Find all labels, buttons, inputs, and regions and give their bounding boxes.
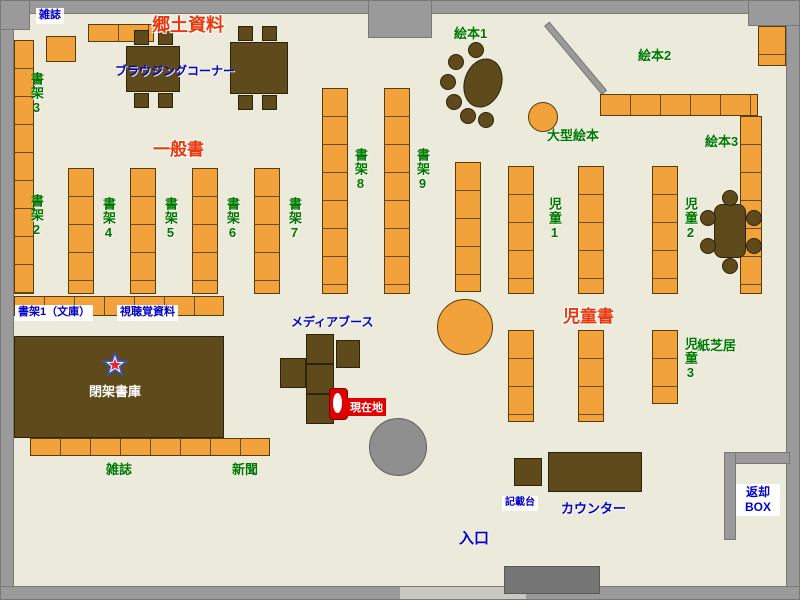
stool	[700, 210, 716, 226]
round-shelf-center	[437, 299, 493, 355]
stool	[446, 94, 462, 110]
closed-stacks-label: 閉架書庫	[89, 384, 142, 399]
label-kamishibai: 紙芝居	[697, 338, 737, 353]
label-writing-stand: 記載台	[502, 496, 538, 511]
label-large-picture: 大型絵本	[547, 128, 600, 143]
label-magazines-bottom: 雑誌	[106, 462, 133, 477]
label-general-books: 一般書	[153, 140, 204, 159]
chair	[134, 93, 149, 108]
shelf-picture-books-top	[600, 94, 758, 116]
chair	[262, 26, 277, 41]
wall-corner-top-right	[748, 0, 800, 26]
shelf-children-low-a	[508, 330, 534, 422]
label-audiovisual: 視聴覚資料	[117, 305, 178, 321]
star-icon	[102, 352, 128, 377]
chair	[238, 95, 253, 110]
browsing-table-1	[126, 46, 180, 92]
stool	[468, 42, 484, 58]
current-location-marker	[329, 388, 348, 420]
current-location-pin	[333, 393, 342, 413]
stool	[440, 74, 456, 90]
shelf-unit-general-1	[68, 168, 94, 294]
label-local-materials: 郷土資料	[152, 15, 224, 35]
wall-shelf-right	[740, 116, 762, 294]
label-shelf7: 書架7	[287, 197, 302, 241]
label-shelf4: 書架4	[101, 197, 116, 241]
label-shelf5: 書架5	[163, 197, 178, 241]
shelf-unit-general-3	[192, 168, 218, 294]
shelf-bottom-strip	[30, 438, 270, 456]
label-browsing-corner: ブラウジングコーナー	[115, 64, 236, 78]
wall-shelf-left	[14, 40, 34, 294]
pillar-round	[369, 418, 427, 476]
shelf-children-low-b	[578, 330, 604, 422]
media-booth-block	[336, 340, 360, 368]
label-return-box: 返却BOX	[736, 484, 780, 516]
children-table	[714, 204, 746, 258]
label-children2: 児童2	[683, 197, 698, 241]
shelf-unit-general-2	[130, 168, 156, 294]
wall-left	[0, 0, 14, 600]
shelf-children-1a	[508, 166, 534, 294]
chair	[158, 93, 173, 108]
entrance-vestibule	[504, 566, 600, 594]
stool	[478, 112, 494, 128]
shelf-children-3	[652, 330, 678, 404]
label-shelf3: 書架3	[29, 72, 44, 116]
pillar-top	[368, 0, 432, 38]
label-picture1: 絵本1	[454, 26, 488, 41]
chair	[238, 26, 253, 41]
label-shelf9: 書架9	[415, 148, 430, 192]
stool	[722, 258, 738, 274]
label-shelf1-bunko: 書架1（文庫）	[15, 305, 94, 321]
label-shelf6: 書架6	[225, 197, 240, 241]
stool	[448, 54, 464, 70]
chair	[134, 30, 149, 45]
media-booth-block	[306, 334, 334, 364]
label-children-books: 児童書	[563, 307, 614, 326]
label-children3: 児童3	[683, 337, 698, 381]
shelf-children-2	[652, 166, 678, 294]
current-location-badge: 現在地	[347, 398, 386, 416]
shelf-unit-general-4	[254, 168, 280, 294]
counter-block	[548, 452, 642, 492]
stool	[722, 190, 738, 206]
label-newspapers: 新聞	[232, 462, 259, 477]
magazine-rack-top-left	[46, 36, 76, 62]
shelf-unit-9	[384, 88, 410, 294]
label-children1: 児童1	[547, 197, 562, 241]
label-shelf8: 書架8	[353, 148, 368, 192]
label-picture3: 絵本3	[705, 134, 739, 149]
wall-right	[786, 0, 800, 600]
wall-returnbox-side	[724, 452, 736, 540]
label-shelf2: 書架2	[29, 194, 44, 238]
picture-book-table	[457, 53, 509, 113]
round-shelf-large-picture	[528, 102, 558, 132]
browsing-table-2	[230, 42, 288, 94]
wall-diagonal	[544, 21, 608, 95]
label-counter: カウンター	[561, 501, 627, 516]
stool	[746, 210, 762, 226]
stool	[460, 108, 476, 124]
label-media-booth: メディアブース	[291, 315, 374, 329]
shelf-corner-top-right	[758, 26, 786, 66]
label-magazines-top: 雑誌	[36, 8, 64, 24]
wall-returnbox-top	[724, 452, 790, 464]
label-entrance: 入口	[459, 530, 490, 547]
chair	[158, 30, 173, 45]
shelf-children-1b	[578, 166, 604, 294]
entrance-opening	[400, 587, 526, 599]
shelf-unit-8	[322, 88, 348, 294]
shelf-unit-mid	[455, 162, 481, 292]
wall-corner-top-left	[0, 0, 30, 30]
label-picture2: 絵本2	[638, 48, 672, 63]
stool	[746, 238, 762, 254]
writing-stand-block	[514, 458, 542, 486]
chair	[262, 95, 277, 110]
media-booth-block	[280, 358, 306, 388]
closed-stacks-block	[14, 336, 224, 438]
stool	[700, 238, 716, 254]
